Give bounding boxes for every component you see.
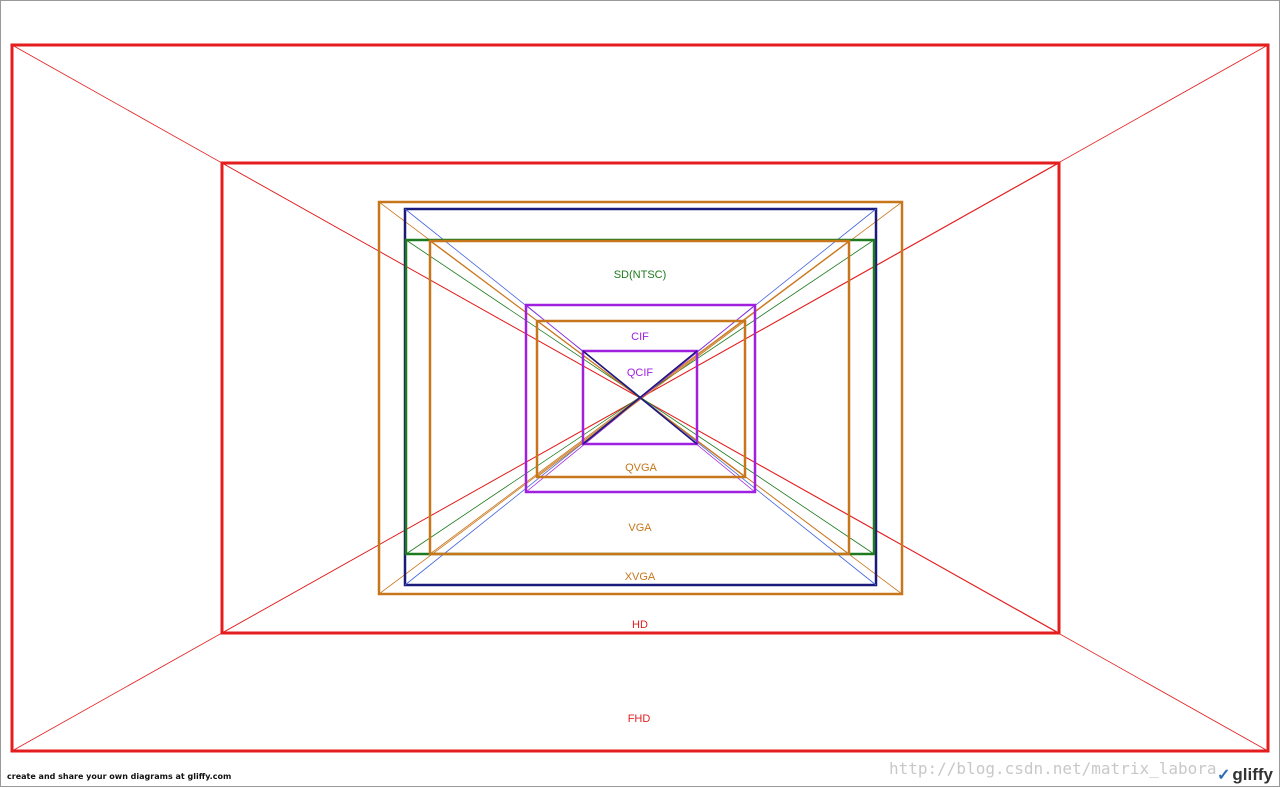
xvga-frame [377,200,904,596]
label-fhd: FHD [628,713,651,725]
label-xvga: XVGA [625,571,656,583]
gliffy-brand-text: gliffy [1232,765,1273,784]
cif-frame [524,303,757,494]
qcif-diagonal-2 [582,350,698,445]
fhd-frame [10,43,1270,753]
label-sd-ntsc: SD(NTSC) [614,269,667,281]
vga-frame [428,239,851,556]
label-qvga: QVGA [625,462,657,474]
qcif-frame [581,349,699,446]
blog-watermark: http://blog.csdn.net/matrix_labora [889,759,1217,778]
qvga-frame [535,319,747,479]
gliffy-logo: ✓ gliffy [1217,765,1273,785]
label-vga: VGA [628,522,652,534]
hd-frame [220,161,1061,635]
label-hd: HD [632,619,648,631]
label-qcif: QCIF [627,367,654,379]
checkmark-icon: ✓ [1216,767,1231,784]
gliffy-credit-text: create and share your own diagrams at gl… [7,772,232,781]
label-cif: CIF [631,331,649,343]
